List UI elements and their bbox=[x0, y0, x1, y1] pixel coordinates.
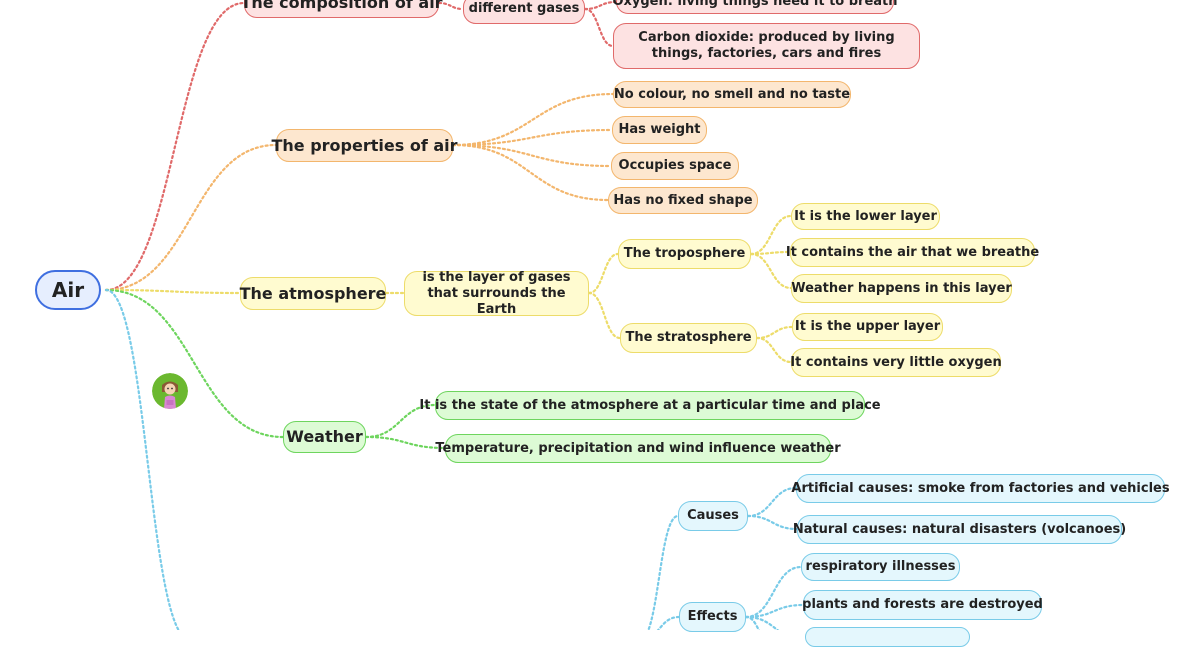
connector-line bbox=[744, 603, 805, 619]
node-properties-of-air[interactable]: The properties of air bbox=[271, 129, 458, 162]
connector-line bbox=[451, 143, 613, 168]
connector-line bbox=[656, 615, 681, 630]
node-weather[interactable]: Weather bbox=[283, 421, 366, 453]
connector-line bbox=[587, 252, 620, 295]
connector-line bbox=[749, 250, 792, 256]
node-causes[interactable]: Causes bbox=[678, 501, 748, 531]
connector-line bbox=[104, 1, 246, 292]
node-weather-definition[interactable]: It is the state of the atmosphere at a p… bbox=[419, 391, 881, 420]
node-oxygen[interactable]: Oxygen: living things need it to breath bbox=[612, 0, 898, 14]
node-stratosphere[interactable]: The stratosphere bbox=[620, 323, 757, 353]
connector-line bbox=[749, 252, 793, 290]
node-natural-causes[interactable]: Natural causes: natural disasters (volca… bbox=[793, 515, 1126, 544]
node-has-weight[interactable]: Has weight bbox=[612, 116, 707, 144]
node-weather-happens[interactable]: Weather happens in this layer bbox=[791, 274, 1012, 303]
node-upper-layer[interactable]: It is the upper layer bbox=[792, 313, 943, 341]
connector-line bbox=[647, 514, 680, 630]
node-no-colour[interactable]: No colour, no smell and no taste bbox=[613, 81, 851, 108]
connector-line bbox=[744, 615, 761, 630]
connector-line bbox=[104, 288, 285, 439]
connector-lines bbox=[104, 0, 805, 630]
connector-line bbox=[746, 514, 799, 531]
connector-line bbox=[583, 7, 615, 48]
node-different-gases[interactable]: different gases bbox=[463, 0, 585, 24]
connector-line bbox=[437, 1, 465, 11]
node-occupies-space[interactable]: Occupies space bbox=[611, 152, 739, 180]
connector-line bbox=[746, 486, 798, 518]
node-troposphere[interactable]: The troposphere bbox=[618, 239, 751, 269]
connector-line bbox=[744, 615, 780, 630]
connector-line bbox=[587, 291, 622, 340]
node-air-we-breathe[interactable]: It contains the air that we breathe bbox=[786, 238, 1039, 267]
node-composition-of-air[interactable]: The composition of air bbox=[240, 0, 443, 18]
node-effects-item-partial[interactable] bbox=[805, 627, 970, 647]
connector-line bbox=[755, 336, 793, 364]
connector-line bbox=[451, 128, 614, 147]
node-little-oxygen[interactable]: It contains very little oxygen bbox=[790, 348, 1002, 377]
connector-line bbox=[104, 288, 180, 630]
node-lower-layer[interactable]: It is the lower layer bbox=[791, 203, 940, 230]
root-node-air[interactable]: Air bbox=[35, 270, 101, 310]
child-avatar-icon bbox=[152, 373, 188, 409]
connector-line bbox=[755, 325, 794, 340]
connector-line bbox=[451, 143, 610, 202]
node-effects[interactable]: Effects bbox=[679, 602, 746, 632]
node-plants-destroyed[interactable]: plants and forests are destroyed bbox=[802, 590, 1043, 620]
node-atmosphere-definition[interactable]: is the layer of gases that surrounds the… bbox=[404, 270, 589, 317]
connector-line bbox=[364, 435, 447, 450]
connector-line bbox=[451, 92, 615, 147]
connector-line bbox=[104, 288, 242, 295]
node-carbon-dioxide[interactable]: Carbon dioxide: produced by living thing… bbox=[613, 23, 920, 69]
connector-line bbox=[364, 403, 437, 439]
node-atmosphere[interactable]: The atmosphere bbox=[240, 277, 386, 310]
node-respiratory-illnesses[interactable]: respiratory illnesses bbox=[801, 553, 960, 581]
connector-line bbox=[744, 565, 803, 619]
node-no-fixed-shape[interactable]: Has no fixed shape bbox=[608, 187, 758, 214]
connector-line bbox=[583, 0, 618, 11]
node-weather-influence[interactable]: Temperature, precipitation and wind infl… bbox=[435, 434, 841, 463]
node-artificial-causes[interactable]: Artificial causes: smoke from factories … bbox=[791, 474, 1170, 503]
connector-line bbox=[104, 143, 278, 292]
